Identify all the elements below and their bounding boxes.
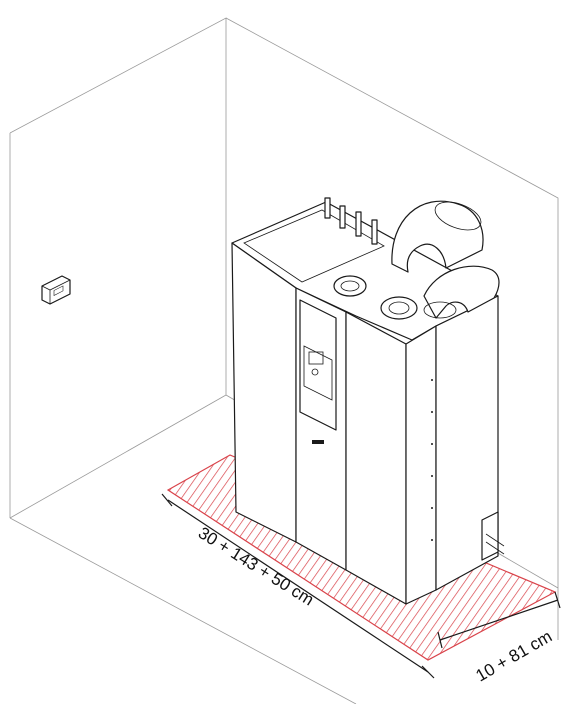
dimension-depth-label: 10 + 81 cm: [473, 627, 556, 686]
duct-elbow-icon: [391, 200, 500, 319]
dimension-lines: [161, 493, 561, 679]
heat-pump-unit-icon: [231, 197, 505, 605]
side-rivets: [431, 379, 433, 541]
room-thermostat-icon: [41, 275, 71, 305]
pipe-connectors: [324, 197, 378, 245]
